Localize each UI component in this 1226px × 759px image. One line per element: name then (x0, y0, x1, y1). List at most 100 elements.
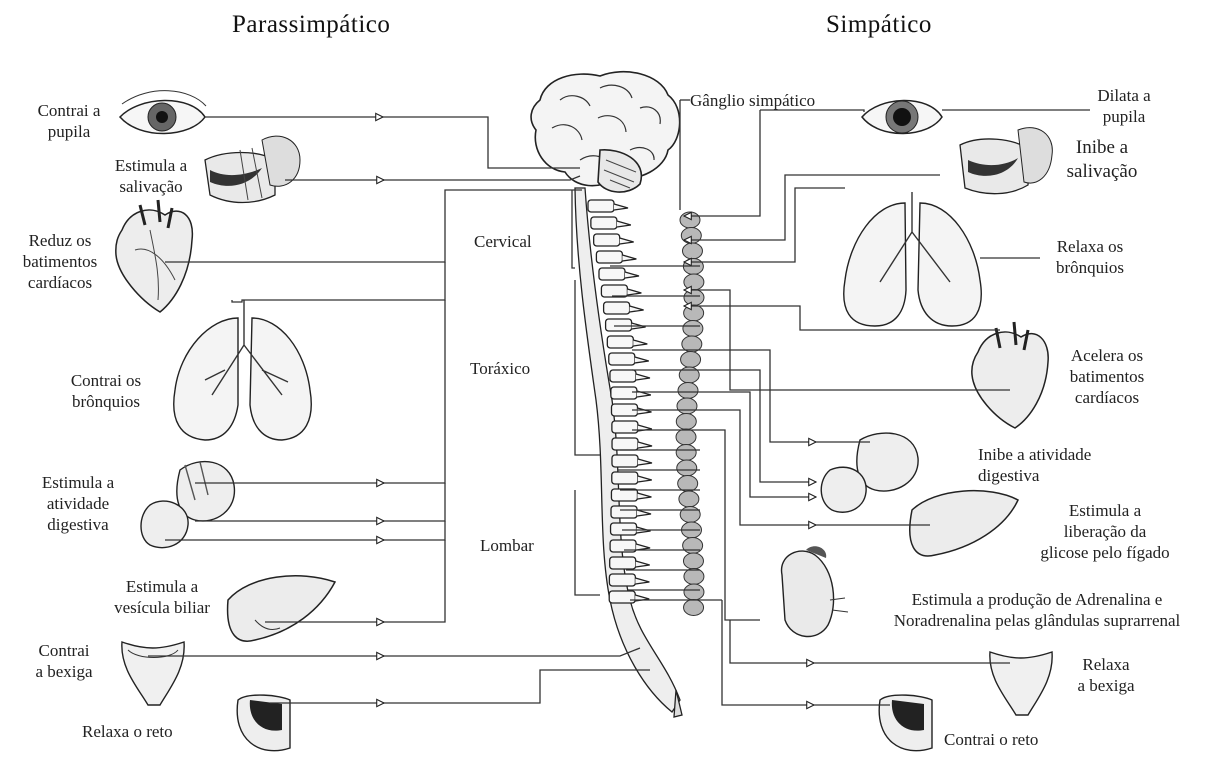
right-liver (910, 491, 1018, 556)
vertebra (611, 387, 637, 399)
symp-effect-salivation: Inibe a salivação (1054, 136, 1150, 184)
chain-ganglion (683, 538, 703, 554)
vertebra (606, 319, 632, 331)
vertebra-process (638, 459, 652, 465)
symp-effect-heart: Acelera os batimentos cardíacos (1052, 345, 1162, 408)
vertebra (611, 506, 637, 518)
vertebra-process (627, 289, 641, 295)
para-effect-bladder: Contrai a bexiga (22, 640, 106, 682)
parasympathetic-title: Parassimpático (232, 10, 390, 40)
vertebra (612, 455, 638, 467)
para-effect-pupil: Contrai a pupila (26, 100, 112, 142)
vertebra (607, 336, 633, 348)
left-bladder (122, 642, 184, 705)
para-effect-digestion: Estimula a atividade digestiva (28, 472, 128, 535)
right-stomach-intestine (821, 433, 918, 512)
chain-ganglion (681, 352, 701, 368)
chain-ganglion (680, 507, 700, 523)
vertebra (604, 302, 630, 314)
vertebra (612, 421, 638, 433)
left-lungs (174, 300, 312, 440)
chain-ganglion (677, 460, 697, 476)
spinal-column (575, 188, 682, 717)
para-effect-gallbladder: Estimula a vesícula biliar (96, 576, 228, 618)
vertebra-process (636, 544, 650, 550)
symp-effect-bronchi: Relaxa os brônquios (1040, 236, 1140, 278)
chain-ganglion (683, 321, 703, 337)
symp-effect-pupil: Dilata a pupila (1094, 85, 1154, 127)
left-stomach-intestine (141, 462, 234, 548)
symp-effect-rectum: Contrai o reto (944, 729, 1038, 750)
chain-ganglion (684, 569, 704, 585)
vertebra (609, 574, 635, 586)
vertebra (610, 557, 636, 569)
ganglion-label: Gânglio simpático (690, 90, 815, 111)
left-salivary-gland (205, 136, 300, 202)
vertebra (609, 353, 635, 365)
para-effect-heart: Reduz os batimentos cardíacos (8, 230, 112, 293)
right-lungs (844, 192, 982, 326)
left-eye (120, 91, 206, 134)
vertebra (599, 268, 625, 280)
vertebra (612, 438, 638, 450)
chain-ganglion (682, 243, 702, 259)
chain-ganglion (684, 290, 704, 306)
sympathetic-chain (676, 212, 704, 616)
left-liver (228, 576, 335, 641)
vertebra (612, 472, 638, 484)
vertebra-process (620, 238, 634, 244)
right-eye (862, 100, 942, 133)
chain-ganglion (684, 584, 704, 600)
vertebra (588, 200, 614, 212)
symp-effect-adrenal: Estimula a produção de Adrenalina e Nora… (856, 589, 1218, 631)
vertebra (594, 234, 620, 246)
chain-ganglion (684, 600, 704, 616)
chain-ganglion (684, 274, 704, 290)
right-salivary-gland (960, 128, 1052, 194)
vertebra-process (622, 255, 636, 261)
chain-ganglion (678, 383, 698, 399)
sympathetic-title: Simpático (826, 10, 932, 40)
vertebra-process (637, 510, 651, 516)
chain-ganglion (684, 305, 704, 321)
para-effect-rectum: Relaxa o reto (82, 721, 173, 742)
symp-effect-digestion: Inibe a atividade digestiva (978, 444, 1091, 486)
vertebra (610, 370, 636, 382)
vertebra (591, 217, 617, 229)
vertebra-process (638, 476, 652, 482)
symp-effect-bladder: Relaxa a bexiga (1066, 654, 1146, 696)
chain-ganglion (677, 398, 697, 414)
right-heart (972, 322, 1048, 428)
symp-effect-glucose: Estimula a liberação da glicose pelo fíg… (1030, 500, 1180, 563)
chain-ganglion (676, 429, 696, 445)
vertebra-process (625, 272, 639, 278)
chain-ganglion (679, 491, 699, 507)
vertebra (609, 591, 635, 603)
vertebra-process (636, 374, 650, 380)
region-label-lumbar: Lombar (480, 535, 534, 556)
left-heart (116, 200, 193, 312)
vertebra-process (637, 408, 651, 414)
chain-ganglion (678, 476, 698, 492)
vertebra-process (637, 493, 651, 499)
vertebra-process (635, 357, 649, 363)
chain-ganglion (676, 445, 696, 461)
region-label-cervical: Cervical (474, 231, 532, 252)
right-rectum (879, 695, 932, 751)
vertebra (611, 523, 637, 535)
vertebra (596, 251, 622, 263)
vertebra-process (638, 442, 652, 448)
vertebra (611, 489, 637, 501)
chain-ganglion (676, 414, 696, 430)
chain-ganglion (681, 228, 701, 244)
vertebra-process (617, 221, 631, 227)
vertebra-process (635, 578, 649, 584)
right-bladder (990, 652, 1052, 715)
vertebra-process (636, 561, 650, 567)
vertebra-process (633, 340, 647, 346)
chain-ganglion (683, 553, 703, 569)
brain (531, 72, 680, 192)
vertebra-process (614, 204, 628, 210)
